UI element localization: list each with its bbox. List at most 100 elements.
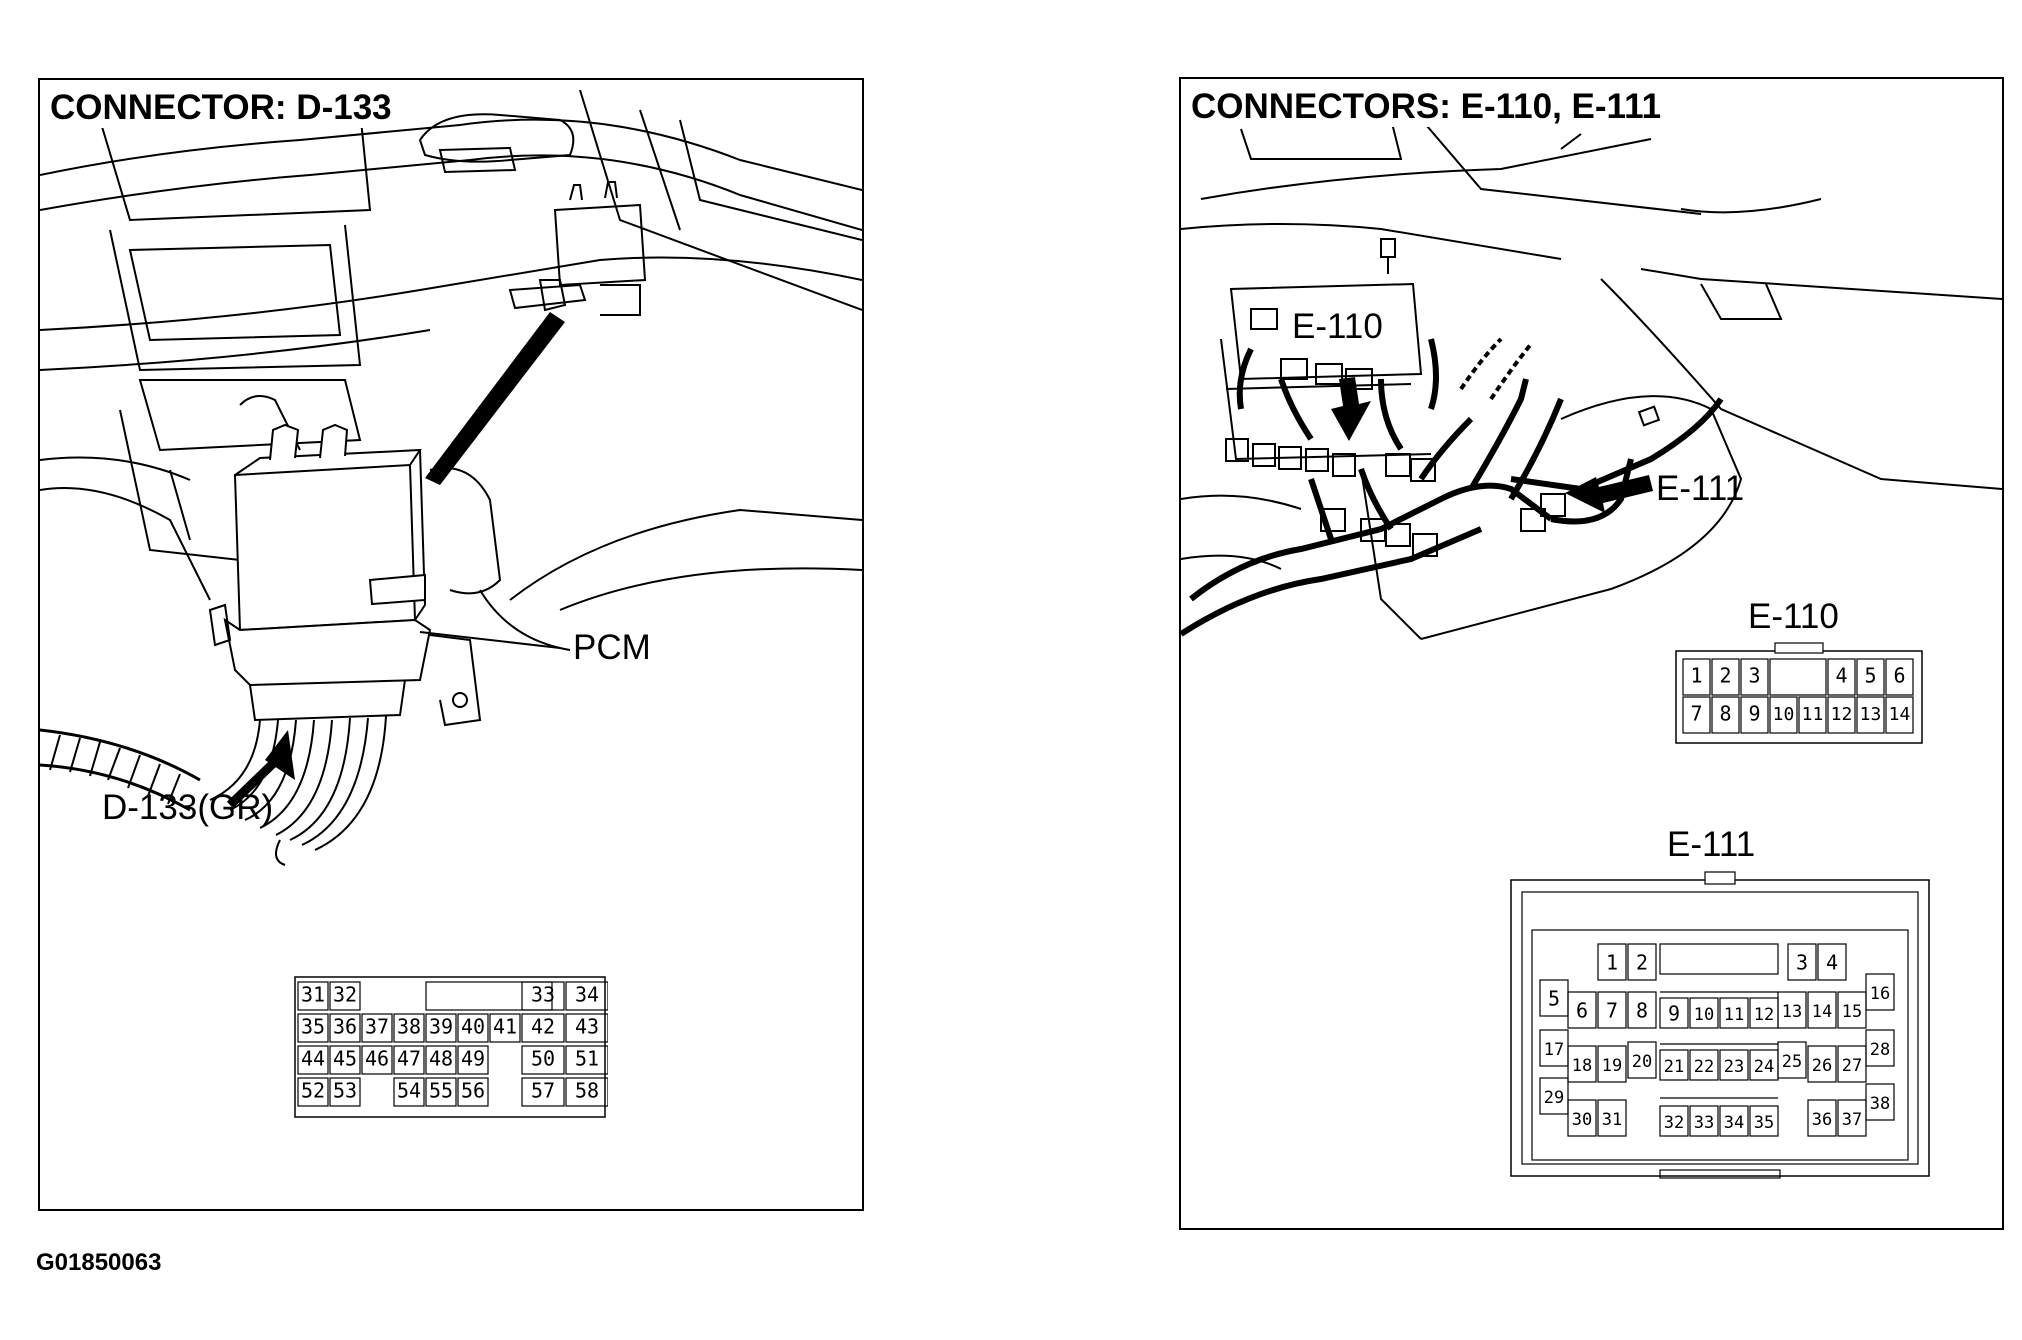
pin-cell — [1769, 696, 1798, 734]
pin-cell — [1719, 1105, 1749, 1137]
pin-label: 6 — [1576, 999, 1588, 1023]
pin-label: 14 — [1812, 1002, 1832, 1022]
pin-label: 9 — [1748, 702, 1760, 726]
pin-cell — [1567, 991, 1597, 1029]
pin-label: 6 — [1893, 664, 1905, 688]
pin-cell — [521, 1013, 565, 1043]
pin-label: 14 — [1889, 704, 1911, 725]
pin-cell — [1817, 943, 1847, 981]
pin-label: 52 — [301, 1079, 325, 1103]
pin-label: 3 — [1796, 951, 1808, 975]
pin-label: 49 — [461, 1047, 485, 1071]
pin-cell — [1597, 1099, 1627, 1137]
pin-label: 1 — [1606, 951, 1618, 975]
pin-cell — [1885, 658, 1914, 696]
pin-label: 32 — [1664, 1113, 1684, 1133]
pin-label: 38 — [397, 1015, 421, 1039]
connector-face — [1531, 929, 1909, 1161]
pin-cell — [1719, 997, 1749, 1029]
pin-label: 33 — [531, 983, 555, 1007]
pin-cell — [1719, 1049, 1749, 1081]
pin-label: 2 — [1719, 664, 1731, 688]
pin-label: 21 — [1664, 1057, 1684, 1077]
pin-label: 42 — [531, 1015, 555, 1039]
pin-cell — [1777, 1041, 1807, 1079]
e111-label: E-111 — [1667, 825, 1756, 864]
pin-cell — [1798, 696, 1827, 734]
panel-title: CONNECTOR: D-133 — [46, 88, 400, 128]
pin-label: 3 — [1748, 664, 1760, 688]
pin-cell — [1885, 696, 1914, 734]
pin-cell — [1627, 991, 1657, 1029]
pin-cell — [329, 1013, 361, 1043]
connector-latch — [1774, 642, 1824, 654]
pin-cell — [1597, 1045, 1627, 1083]
pin-cell — [1787, 943, 1817, 981]
panel-connectors-e110-e111: CONNECTORS: E-110, E-111 E-110 E-111 E-1… — [1179, 77, 2004, 1230]
pin-label: 11 — [1802, 704, 1824, 725]
pin-cell — [457, 1077, 489, 1107]
dashboard-pcm-illustration — [40, 89, 862, 866]
pin-cell — [1539, 1077, 1569, 1115]
pin-label: 48 — [429, 1047, 453, 1071]
pin-cell — [1659, 1105, 1689, 1137]
connector-key — [1659, 943, 1779, 975]
pin-label: 29 — [1544, 1088, 1564, 1108]
pin-label: 5 — [1864, 664, 1876, 688]
pin-cell — [1567, 1099, 1597, 1137]
connector-key — [1769, 658, 1827, 696]
pin-label: 28 — [1870, 1040, 1890, 1060]
pin-cell — [1827, 696, 1856, 734]
pin-cell — [1597, 991, 1627, 1029]
pin-cell — [1740, 658, 1769, 696]
connector-tab — [1659, 1169, 1781, 1179]
pin-label: 8 — [1719, 702, 1731, 726]
pin-label: 4 — [1826, 951, 1838, 975]
pin-cell — [425, 1045, 457, 1075]
pin-label: 7 — [1690, 702, 1702, 726]
pin-cell — [1682, 696, 1711, 734]
panel-title: CONNECTORS: E-110, E-111 — [1187, 87, 1670, 127]
pin-label: 17 — [1544, 1040, 1564, 1060]
pin-label: 10 — [1773, 704, 1795, 725]
pin-label: 31 — [301, 983, 325, 1007]
pin-cell — [329, 1045, 361, 1075]
pin-label: 18 — [1572, 1056, 1592, 1076]
pin-label: 24 — [1754, 1057, 1774, 1077]
pin-label: 20 — [1632, 1052, 1652, 1072]
pin-cell — [361, 1045, 393, 1075]
pin-cell — [1856, 696, 1885, 734]
pin-cell — [565, 1045, 608, 1075]
pin-cell — [1865, 973, 1895, 1011]
pin-label: 36 — [1812, 1110, 1832, 1130]
pin-label: 19 — [1602, 1056, 1622, 1076]
connector-key — [425, 981, 553, 1011]
pin-cell — [521, 1045, 565, 1075]
pin-cell — [393, 1077, 425, 1107]
pin-label: 35 — [301, 1015, 325, 1039]
pin-label: 40 — [461, 1015, 485, 1039]
e110-callout: E-110 — [1292, 307, 1383, 346]
pin-label: 54 — [397, 1079, 421, 1103]
pin-cell — [565, 1077, 608, 1107]
pin-cell — [297, 1045, 329, 1075]
pin-cell — [1627, 1041, 1657, 1079]
pin-label: 47 — [397, 1047, 421, 1071]
connector-d133-callout: D-133(GR) — [102, 788, 274, 827]
pin-label: 53 — [333, 1079, 357, 1103]
pin-label: 37 — [1842, 1110, 1862, 1130]
pin-label: 51 — [575, 1047, 599, 1071]
pin-cell — [1777, 991, 1807, 1029]
pin-cell — [1627, 943, 1657, 981]
pin-cell — [329, 981, 361, 1011]
pin-label: 12 — [1754, 1005, 1774, 1025]
pin-cell — [297, 1077, 329, 1107]
pin-label: 16 — [1870, 984, 1890, 1004]
pin-label: 43 — [575, 1015, 599, 1039]
pin-cell — [1827, 658, 1856, 696]
pin-cell — [393, 1045, 425, 1075]
pin-label: 58 — [575, 1079, 599, 1103]
pin-label: 7 — [1606, 999, 1618, 1023]
pin-label: 50 — [531, 1047, 555, 1071]
